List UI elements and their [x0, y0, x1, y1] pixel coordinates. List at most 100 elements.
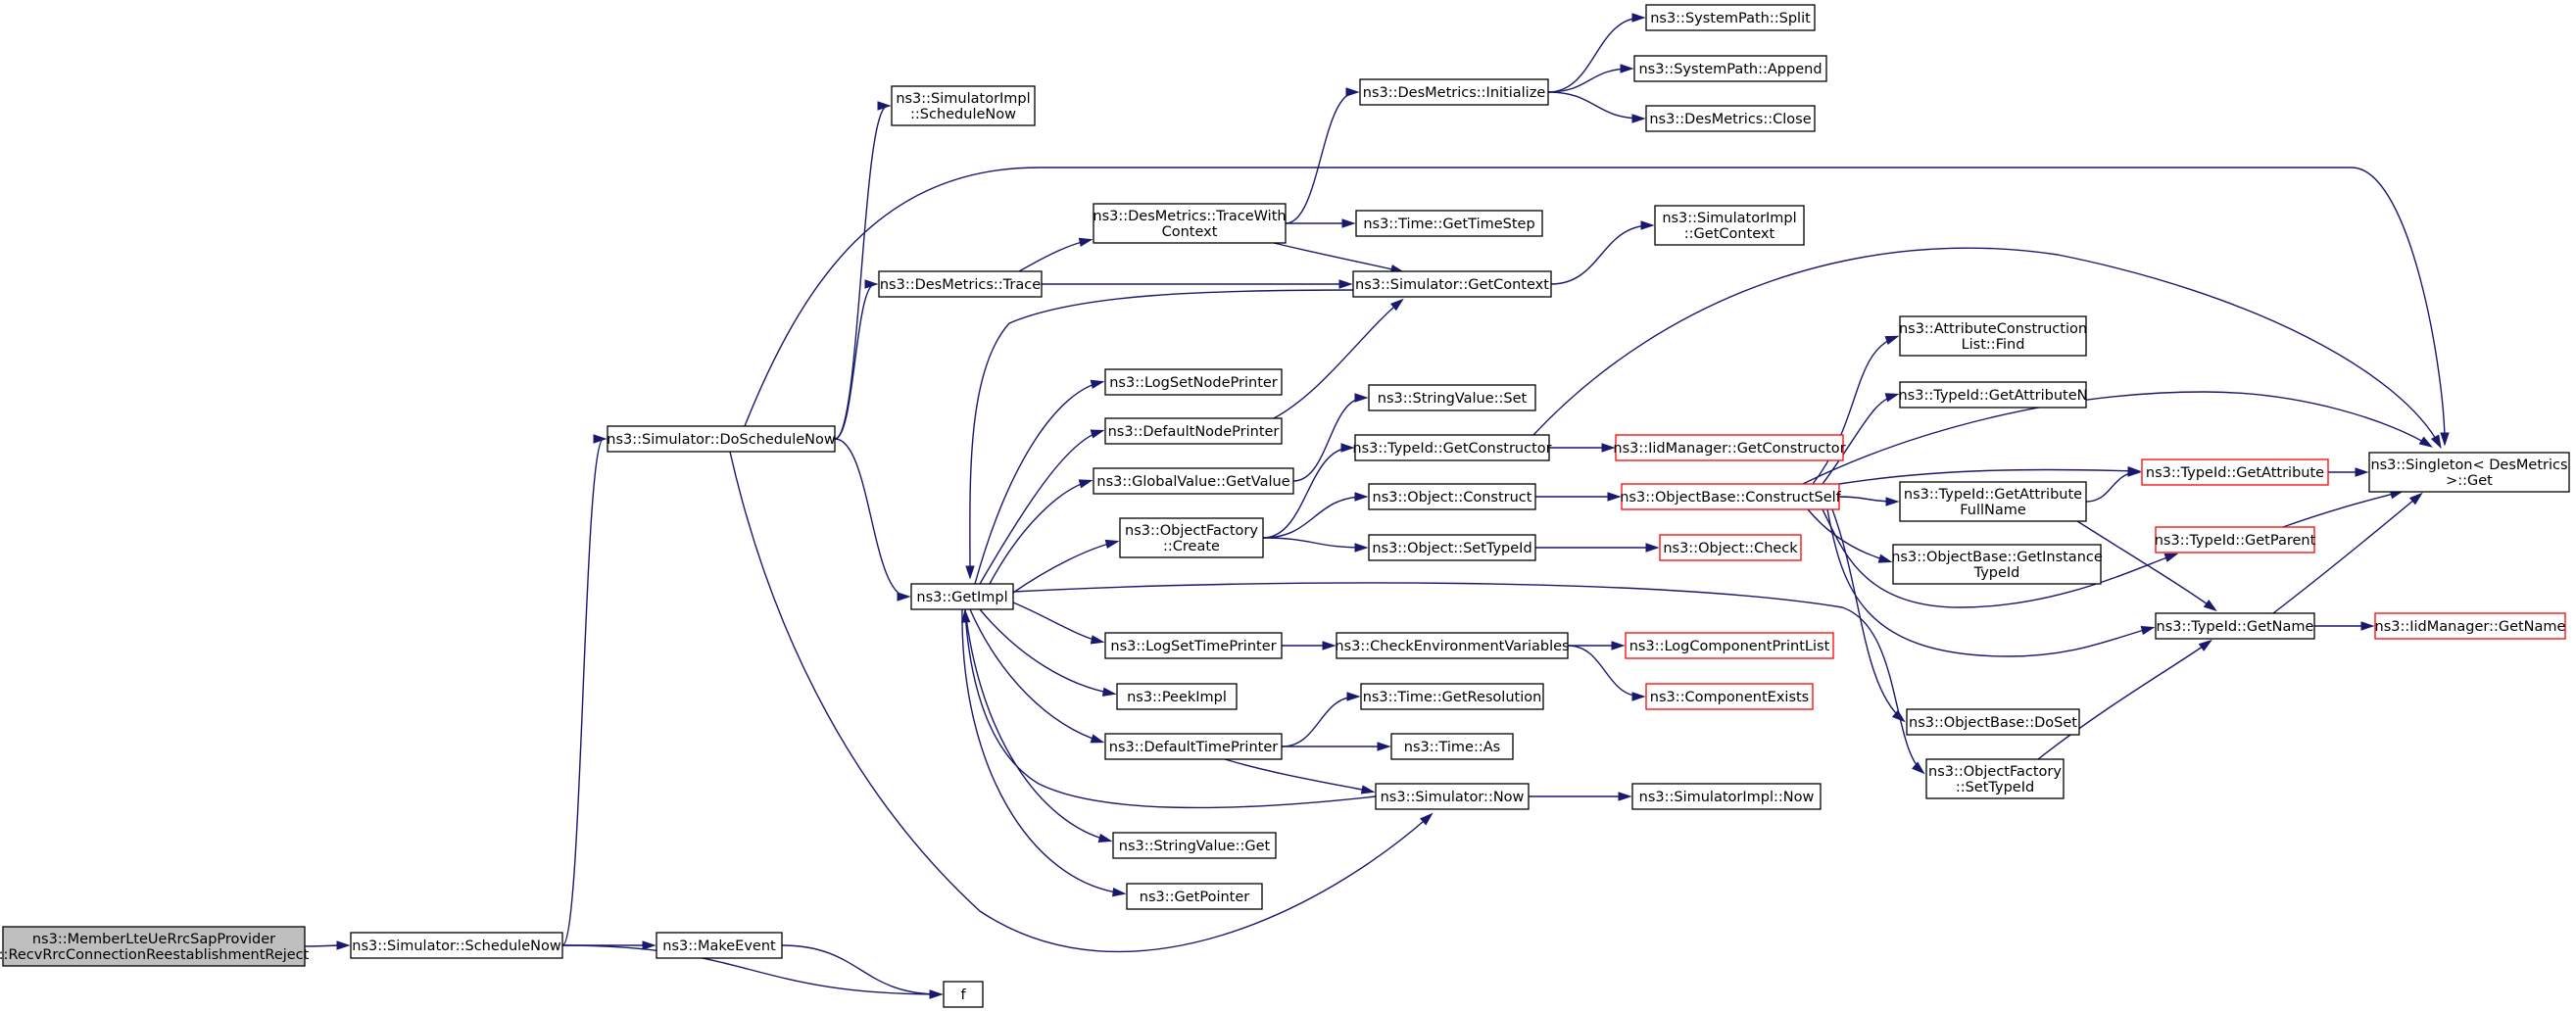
node-box[interactable] [1899, 481, 2087, 522]
node-box[interactable] [1645, 4, 1816, 31]
node-box[interactable] [943, 981, 984, 1008]
node-objectfactory_create[interactable]: ns3::ObjectFactory::Create [1119, 517, 1264, 558]
node-box[interactable] [1368, 534, 1536, 561]
node-stringvalue_get[interactable]: ns3::StringValue::Get [1112, 832, 1277, 859]
node-box[interactable] [1375, 783, 1530, 810]
node-object_check[interactable]: ns3::Object::Check [1659, 534, 1802, 561]
node-box[interactable] [2, 926, 306, 967]
node-iidmanager_getconstructor[interactable]: ns3::IidManager::GetConstructor [1613, 434, 1846, 461]
node-box[interactable] [1093, 203, 1287, 244]
node-desmetrics_close[interactable]: ns3::DesMetrics::Close [1645, 105, 1816, 132]
node-box[interactable] [1093, 467, 1294, 495]
node-box[interactable] [2141, 458, 2329, 486]
node-checkenvvars[interactable]: ns3::CheckEnvironmentVariables [1335, 632, 1570, 659]
node-doschedulenow[interactable]: ns3::Simulator::DoScheduleNow [607, 425, 836, 453]
node-logsettimeprinter[interactable]: ns3::LogSetTimePrinter [1104, 632, 1283, 659]
node-box[interactable] [1126, 883, 1263, 910]
node-box[interactable] [878, 270, 1043, 298]
node-box[interactable] [1654, 205, 1805, 246]
node-box[interactable] [1892, 544, 2102, 585]
node-desmetrics_trace[interactable]: ns3::DesMetrics::Trace [878, 270, 1043, 298]
node-systempath_split[interactable]: ns3::SystemPath::Split [1645, 4, 1816, 31]
node-box[interactable] [1352, 270, 1552, 298]
node-objectbase_constructself[interactable]: ns3::ObjectBase::ConstructSelf [1620, 483, 1842, 510]
node-simimpl_getcontext[interactable]: ns3::SimulatorImpl::GetContext [1654, 205, 1805, 246]
node-box[interactable] [350, 932, 563, 959]
node-box[interactable] [1104, 632, 1283, 659]
node-box[interactable] [2374, 612, 2566, 640]
node-box[interactable] [1390, 733, 1514, 760]
node-box[interactable] [1359, 78, 1549, 106]
node-getimpl[interactable]: ns3::GetImpl [910, 583, 1014, 610]
node-box[interactable] [1360, 683, 1544, 710]
node-box[interactable] [1925, 758, 2065, 799]
node-box[interactable] [1119, 517, 1264, 558]
node-box[interactable] [1899, 381, 2087, 409]
node-box[interactable] [1355, 210, 1543, 237]
node-iidmanager_getname[interactable]: ns3::IidManager::GetName [2374, 612, 2566, 640]
node-object_construct[interactable]: ns3::Object::Construct [1368, 483, 1536, 510]
node-objectfactory_settypeid[interactable]: ns3::ObjectFactory::SetTypeId [1925, 758, 2065, 799]
node-typeid_getconstructor[interactable]: ns3::TypeId::GetConstructor [1352, 434, 1552, 461]
node-box[interactable] [1645, 683, 1814, 710]
node-simimpl_schedulenow[interactable]: ns3::SimulatorImpl::ScheduleNow [891, 85, 1036, 126]
node-logcomponentprintlist[interactable]: ns3::LogComponentPrintList [1625, 632, 1834, 659]
node-object_settypeid[interactable]: ns3::Object::SetTypeId [1368, 534, 1536, 561]
node-time_as[interactable]: ns3::Time::As [1390, 733, 1514, 760]
node-desmetrics_initialize[interactable]: ns3::DesMetrics::Initialize [1359, 78, 1549, 106]
node-box[interactable] [910, 583, 1014, 610]
node-box[interactable] [1104, 417, 1283, 445]
node-objectbase_doset[interactable]: ns3::ObjectBase::DoSet [1906, 708, 2080, 736]
node-box[interactable] [1116, 683, 1238, 710]
node-schedulenow[interactable]: ns3::Simulator::ScheduleNow [350, 932, 563, 959]
node-globalvalue_getvalue[interactable]: ns3::GlobalValue::GetValue [1093, 467, 1294, 495]
node-systempath_append[interactable]: ns3::SystemPath::Append [1633, 55, 1827, 82]
node-box[interactable] [1899, 315, 2087, 357]
node-box[interactable] [1104, 368, 1283, 396]
node-typeid_getattributen[interactable]: ns3::TypeId::GetAttributeN [1898, 381, 2088, 409]
node-defaultnodeprinter[interactable]: ns3::DefaultNodePrinter [1104, 417, 1283, 445]
node-time_getresolution[interactable]: ns3::Time::GetResolution [1360, 683, 1544, 710]
node-box[interactable] [891, 85, 1036, 126]
node-simulator_getcontext[interactable]: ns3::Simulator::GetContext [1352, 270, 1552, 298]
node-getpointer[interactable]: ns3::GetPointer [1126, 883, 1263, 910]
node-peekimpl[interactable]: ns3::PeekImpl [1116, 683, 1238, 710]
node-typeid_getattribute[interactable]: ns3::TypeId::GetAttribute [2141, 458, 2329, 486]
node-stringvalue_set[interactable]: ns3::StringValue::Set [1368, 384, 1536, 411]
node-box[interactable] [1906, 708, 2080, 736]
node-box[interactable] [1368, 384, 1536, 411]
node-recv[interactable]: ns3::MemberLteUeRrcSapProvider::RecvRrcC… [0, 926, 310, 967]
node-box[interactable] [2368, 452, 2570, 493]
node-box[interactable] [1631, 783, 1822, 810]
node-time_gettimestep[interactable]: ns3::Time::GetTimeStep [1355, 210, 1543, 237]
node-box[interactable] [2155, 526, 2315, 554]
node-box[interactable] [1621, 483, 1840, 510]
node-logsetnodeprinter[interactable]: ns3::LogSetNodePrinter [1104, 368, 1283, 396]
node-box[interactable] [1112, 832, 1277, 859]
node-typeid_getparent[interactable]: ns3::TypeId::GetParent [2155, 526, 2316, 554]
node-makeevent[interactable]: ns3::MakeEvent [656, 932, 783, 959]
node-box[interactable] [1104, 733, 1283, 760]
node-typeid_getname[interactable]: ns3::TypeId::GetName [2155, 612, 2315, 640]
node-box[interactable] [1368, 483, 1536, 510]
node-box[interactable] [1645, 105, 1816, 132]
node-box[interactable] [2155, 612, 2315, 640]
node-componentexists[interactable]: ns3::ComponentExists [1645, 683, 1814, 710]
node-box[interactable] [1633, 55, 1827, 82]
node-box[interactable] [1625, 632, 1834, 659]
node-box[interactable] [1615, 434, 1844, 461]
node-f[interactable]: f [943, 981, 984, 1008]
node-simimpl_now[interactable]: ns3::SimulatorImpl::Now [1631, 783, 1822, 810]
node-defaulttimeprinter[interactable]: ns3::DefaultTimePrinter [1104, 733, 1283, 760]
node-box[interactable] [607, 425, 836, 453]
node-box[interactable] [1659, 534, 1802, 561]
node-box[interactable] [1336, 632, 1569, 659]
node-box[interactable] [656, 932, 783, 959]
node-box[interactable] [1354, 434, 1550, 461]
node-singleton_get[interactable]: ns3::Singleton< DesMetrics >::Get [2368, 452, 2570, 493]
node-simulator_now[interactable]: ns3::Simulator::Now [1375, 783, 1530, 810]
